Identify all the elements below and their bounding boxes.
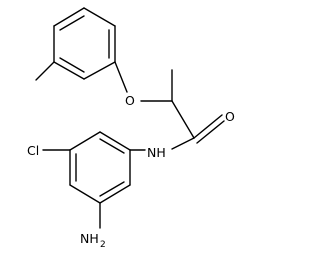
bond [171, 100, 195, 139]
bond [53, 7, 85, 27]
bond [83, 61, 116, 80]
double-bond-inner [59, 57, 85, 73]
bond [69, 131, 101, 151]
methyl-bond [35, 61, 55, 81]
bond [53, 61, 85, 80]
bond [69, 184, 101, 204]
double-bond-inner [59, 15, 85, 31]
amide-bond [171, 137, 195, 150]
bond [114, 61, 128, 93]
chlorine-label: Cl [27, 143, 39, 158]
propanamide-chain [140, 69, 225, 150]
chemical-structure-diagram: O O NH Cl NH 2 [27, 7, 235, 250]
bond [99, 184, 131, 204]
amine-label: NH [80, 231, 99, 246]
carbonyl-bond [193, 114, 223, 139]
amide-nh-label: NH [147, 145, 166, 160]
aniline-ring [42, 131, 146, 229]
tolyl-ring [35, 7, 128, 93]
carbonyl-oxygen-label: O [225, 109, 235, 124]
double-bond-inner [99, 181, 125, 197]
ether-oxygen-label: O [125, 93, 135, 108]
double-bond-inner [99, 138, 125, 154]
bond [83, 7, 116, 27]
amine-subscript: 2 [100, 240, 106, 250]
bond [99, 131, 131, 151]
carbonyl-bond [196, 120, 225, 144]
